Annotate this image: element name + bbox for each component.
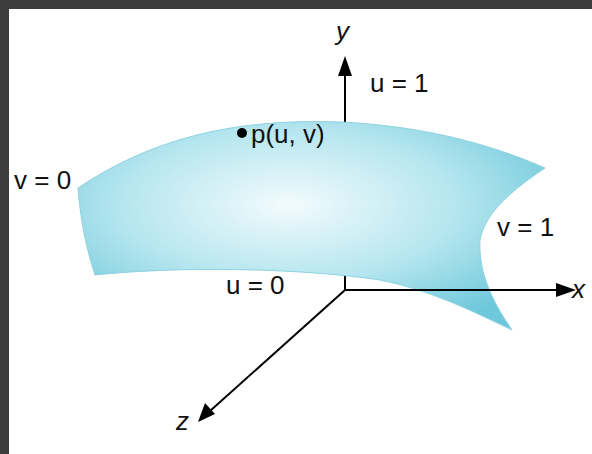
boundary-label: v = 0 <box>14 167 71 193</box>
boundary-label: u = 1 <box>370 70 429 96</box>
z-arrowhead <box>198 403 215 422</box>
frame-left <box>0 0 9 454</box>
boundary-label: v = 1 <box>497 214 554 240</box>
y-arrowhead <box>338 56 352 76</box>
frame-top <box>0 0 592 9</box>
parametric-surface <box>78 122 545 330</box>
point-dot <box>237 128 247 138</box>
boundary-label: u = 0 <box>226 272 285 298</box>
z-axis <box>210 290 345 411</box>
axis-label: z <box>176 408 189 434</box>
axis-label: y <box>336 18 349 44</box>
point-label: p(u, v) <box>251 121 325 147</box>
x-axis <box>345 289 560 291</box>
axis-label: x <box>572 276 585 302</box>
